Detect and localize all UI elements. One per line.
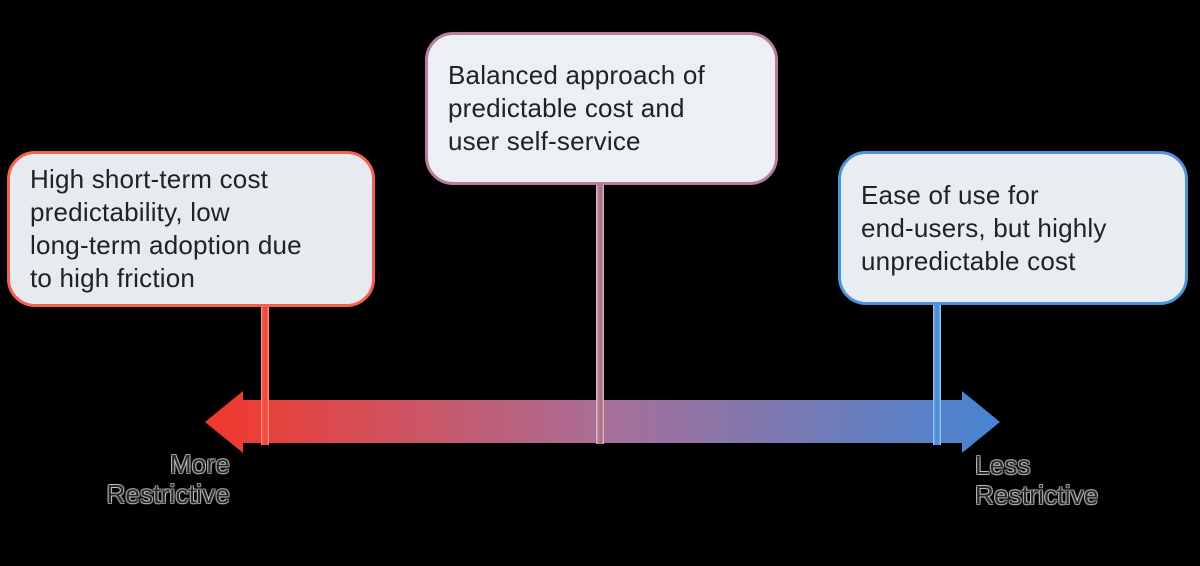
connector-middle-stem	[596, 183, 604, 444]
label-more-restrictive: More Restrictive	[106, 449, 230, 509]
callout-less-restrictive-text: Ease of use for end-users, but highly un…	[861, 179, 1107, 276]
callout-balanced-text: Balanced approach of predictable cost an…	[448, 60, 705, 156]
label-less-restrictive: Less Restrictive	[975, 450, 1099, 510]
connector-left-stem	[261, 304, 269, 445]
callout-more-restrictive-text: High short-term cost predictability, low…	[30, 164, 302, 293]
callout-balanced: Balanced approach of predictable cost an…	[425, 32, 778, 185]
callout-less-restrictive: Ease of use for end-users, but highly un…	[838, 151, 1188, 305]
connector-right-stem	[933, 302, 941, 445]
callout-more-restrictive: High short-term cost predictability, low…	[7, 151, 375, 307]
